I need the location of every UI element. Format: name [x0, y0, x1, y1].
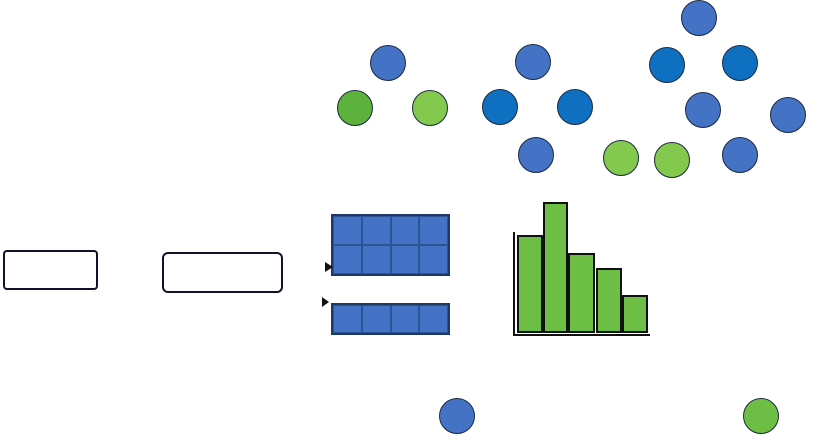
unit-cell	[390, 305, 420, 333]
unit-cell	[361, 245, 391, 274]
unit-cell	[390, 216, 420, 245]
unit-cell	[333, 245, 362, 274]
unit-cell	[419, 245, 448, 274]
unit-cell	[390, 245, 420, 274]
unit-cell	[361, 305, 391, 333]
label-box-1	[3, 250, 98, 290]
label-box-2	[162, 252, 283, 293]
legend-dot-green	[743, 398, 779, 434]
histogram-bar	[568, 253, 595, 333]
dot-circle-cluster-middle	[515, 44, 551, 80]
dot-circle-cluster-left	[370, 45, 406, 81]
dot-circle-cluster-middle	[518, 137, 554, 173]
dot-circle-cluster-right	[770, 97, 806, 133]
dot-circle-cluster-middle	[557, 89, 593, 125]
dot-circle-cluster-left	[412, 90, 448, 126]
histogram-y-axis	[513, 232, 515, 336]
dot-circle-cluster-right	[722, 137, 758, 173]
dot-circle-cluster-right	[685, 92, 721, 128]
unit-cell	[333, 216, 362, 245]
unit-cell	[419, 305, 448, 333]
unit-block-4x1	[331, 303, 450, 335]
dot-circle-cluster-right	[681, 0, 717, 36]
histogram-x-axis	[513, 334, 650, 336]
dot-circle-cluster-middle	[603, 140, 639, 176]
histogram-bar	[543, 202, 568, 333]
dot-circle-cluster-left	[337, 90, 373, 126]
histogram-bar	[517, 235, 543, 333]
unit-cell	[333, 305, 362, 333]
dot-circle-cluster-right	[649, 47, 685, 83]
legend-dot-blue	[439, 398, 475, 434]
dot-circle-cluster-right	[654, 142, 690, 178]
histogram-bar	[596, 268, 622, 333]
unit-cell	[361, 216, 391, 245]
unit-cell	[419, 216, 448, 245]
dot-circle-cluster-middle	[482, 89, 518, 125]
arrow-tick-bottom-block-icon	[322, 297, 329, 307]
arrow-tick-top-block-icon	[325, 262, 333, 272]
unit-block-4x2	[331, 214, 450, 276]
histogram-bar	[622, 295, 648, 333]
dot-circle-cluster-right	[722, 45, 758, 81]
